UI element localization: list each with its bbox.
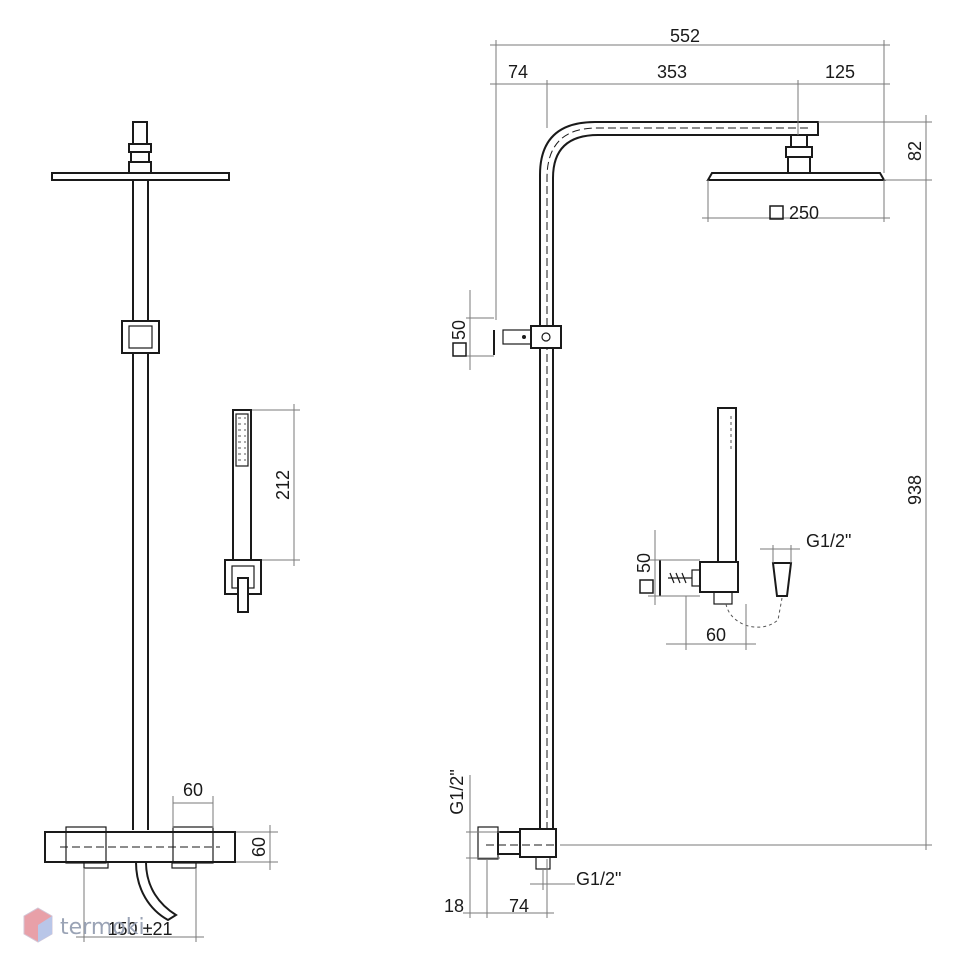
hand-shower-view: 212 [224, 404, 300, 613]
dim-overall-width: 552 [670, 26, 700, 46]
dim-mixer-height: 60 [249, 837, 269, 857]
head-connector-base [128, 161, 152, 174]
head-connector [132, 121, 148, 145]
dim-centres: 150 ±21 [108, 919, 173, 939]
hand-shower-connector [237, 577, 249, 613]
watermark: termoki [23, 907, 145, 943]
dim-inlet-thread-top: G1/2" [447, 769, 467, 814]
dim-bracket-size: 50 [449, 320, 469, 340]
hose [135, 861, 178, 922]
dim-head-offset: 125 [825, 62, 855, 82]
hose-nut [771, 562, 793, 597]
dim-total-height: 938 [905, 475, 925, 505]
holder-body [699, 561, 739, 593]
dim-head-drop: 82 [905, 141, 925, 161]
square-symbol [769, 205, 784, 220]
mixer-handle-right [172, 826, 214, 864]
head-connector-joint [130, 151, 150, 163]
side-view: 50 552 74 353 125 82 250 938 [444, 26, 932, 918]
dim-wall-depth: 18 [444, 896, 464, 916]
head-connector-nut [128, 143, 152, 153]
elbow-fitting [519, 828, 557, 858]
dim-holder-offset: 60 [706, 625, 726, 645]
dim-offset-left: 74 [508, 62, 528, 82]
shower-head-plate [51, 172, 230, 181]
dim-arm-length: 353 [657, 62, 687, 82]
dim-hose-thread: G1/2" [806, 531, 851, 551]
dim-holder-size: 50 [634, 553, 654, 573]
square-symbol [639, 579, 654, 594]
dim-inlet-thread-bottom: G1/2" [576, 869, 621, 889]
dim-head-size: 250 [789, 203, 819, 223]
watermark-text: termoki [60, 915, 145, 940]
hand-shower-side [717, 407, 737, 563]
riser-arm [539, 121, 819, 830]
mixer-handle-left [65, 826, 107, 864]
dim-handshower-length: 212 [273, 470, 293, 500]
dim-wall-offset: 74 [509, 896, 529, 916]
front-view: 60 60 150 ±21 [44, 121, 278, 942]
inlet-valve [497, 831, 521, 855]
square-symbol [452, 342, 467, 357]
dim-mixer-width: 60 [183, 780, 203, 800]
holder-detail: G1/2" 50 60 [634, 407, 851, 650]
shower-head-side [706, 172, 886, 181]
nozzle-grid [238, 417, 246, 461]
head-connector-side [790, 134, 808, 148]
wall-bracket-clamp [530, 325, 562, 349]
